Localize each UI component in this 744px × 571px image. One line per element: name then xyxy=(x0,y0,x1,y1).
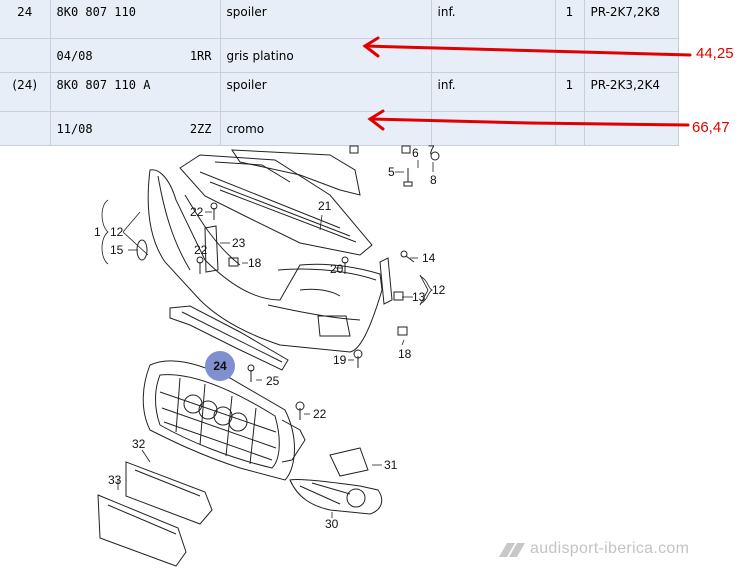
watermark-text: audisport-iberica.com xyxy=(530,540,690,557)
table-row: 24 8K0 807 110 spoiler inf. 1 PR-2K7,2K8 xyxy=(0,0,679,39)
part-number: 8K0 807 110 xyxy=(56,5,136,19)
position-cell: (24) xyxy=(0,72,51,112)
pr-code-cell xyxy=(584,38,679,73)
highlight-label: 24 xyxy=(213,359,227,373)
radiator-grille xyxy=(142,360,295,481)
table-row: (24) 8K0 807 110 A spoiler inf. 1 PR-2K3… xyxy=(0,72,679,112)
label-15: 15 xyxy=(110,243,124,257)
label-22-a: 22 xyxy=(190,205,204,219)
part-number: 8K0 807 110 A xyxy=(56,78,151,92)
label-8: 8 xyxy=(430,173,437,187)
label-12-a: 12 xyxy=(110,225,124,239)
price-label-2: 66,47 xyxy=(692,119,730,136)
position-cell: 24 xyxy=(0,0,51,39)
trim-33 xyxy=(97,494,187,567)
fog-grille xyxy=(289,478,383,515)
label-22-b: 22 xyxy=(194,243,208,257)
pr-code-cell xyxy=(584,111,679,146)
label-31: 31 xyxy=(384,458,398,472)
position-cell xyxy=(0,38,51,73)
location-cell: inf. xyxy=(431,72,556,112)
date-code: 11/08 xyxy=(56,121,93,136)
watermark-logo-icon xyxy=(499,543,525,557)
quantity-cell: 1 xyxy=(555,72,585,112)
label-6: 6 xyxy=(412,146,419,160)
tow-eye-cover xyxy=(329,447,369,477)
trim-32 xyxy=(125,461,213,525)
location-cell xyxy=(431,111,556,146)
label-14: 14 xyxy=(422,251,436,265)
description-cell: spoiler xyxy=(220,0,432,39)
date-code: 04/08 xyxy=(56,48,93,63)
pr-code-cell: PR-2K3,2K4 xyxy=(584,72,679,112)
label-18-a: 18 xyxy=(248,256,262,270)
description-cell: gris platino xyxy=(220,38,432,73)
description-cell: spoiler xyxy=(220,72,432,112)
price-arrows xyxy=(362,36,692,131)
label-19: 19 xyxy=(333,353,347,367)
arrow-2 xyxy=(367,109,690,131)
position-cell xyxy=(0,111,51,146)
description-cell: cromo xyxy=(220,111,432,146)
label-25: 25 xyxy=(266,374,280,388)
part-number-cell: 8K0 807 110 xyxy=(50,0,221,39)
color-code: 1RR xyxy=(189,48,212,63)
label-13: 13 xyxy=(412,290,426,304)
bumper-cover xyxy=(147,169,383,353)
label-18-b: 18 xyxy=(398,347,412,361)
label-7: 7 xyxy=(428,143,435,157)
label-32: 32 xyxy=(132,437,146,451)
label-5: 5 xyxy=(388,165,395,179)
label-23: 23 xyxy=(232,236,246,250)
quantity-cell: 1 xyxy=(555,0,585,39)
location-cell: inf. xyxy=(431,0,556,39)
label-22-c: 22 xyxy=(313,407,327,421)
parts-diagram: 24 5 6 7 8 21 22 22 23 1 12 15 18 14 20 … xyxy=(94,143,446,567)
quantity-cell xyxy=(555,111,585,146)
part-number-cell: 04/08 1RR xyxy=(50,38,221,73)
quantity-cell xyxy=(555,38,585,73)
parts-table: 24 8K0 807 110 spoiler inf. 1 PR-2K7,2K8… xyxy=(0,0,679,146)
label-30: 30 xyxy=(325,517,339,531)
label-33: 33 xyxy=(108,473,122,487)
table-row: 11/08 2ZZ cromo xyxy=(0,111,679,146)
lower-spoiler xyxy=(169,305,289,371)
highlight-badge xyxy=(205,351,235,381)
part-number-cell: 11/08 2ZZ xyxy=(50,111,221,146)
arrow-1 xyxy=(362,36,692,58)
table-row: 04/08 1RR gris platino xyxy=(0,38,679,73)
color-code: 2ZZ xyxy=(189,121,212,136)
label-12-b: 12 xyxy=(432,283,446,297)
label-20: 20 xyxy=(330,262,344,276)
label-21: 21 xyxy=(318,199,332,213)
reinforcement-bar xyxy=(231,149,361,196)
price-label-1: 44,25 xyxy=(696,45,734,62)
pr-code-cell: PR-2K7,2K8 xyxy=(584,0,679,39)
location-cell xyxy=(431,38,556,73)
part-number-cell: 8K0 807 110 A xyxy=(50,72,221,112)
label-1: 1 xyxy=(94,225,101,239)
